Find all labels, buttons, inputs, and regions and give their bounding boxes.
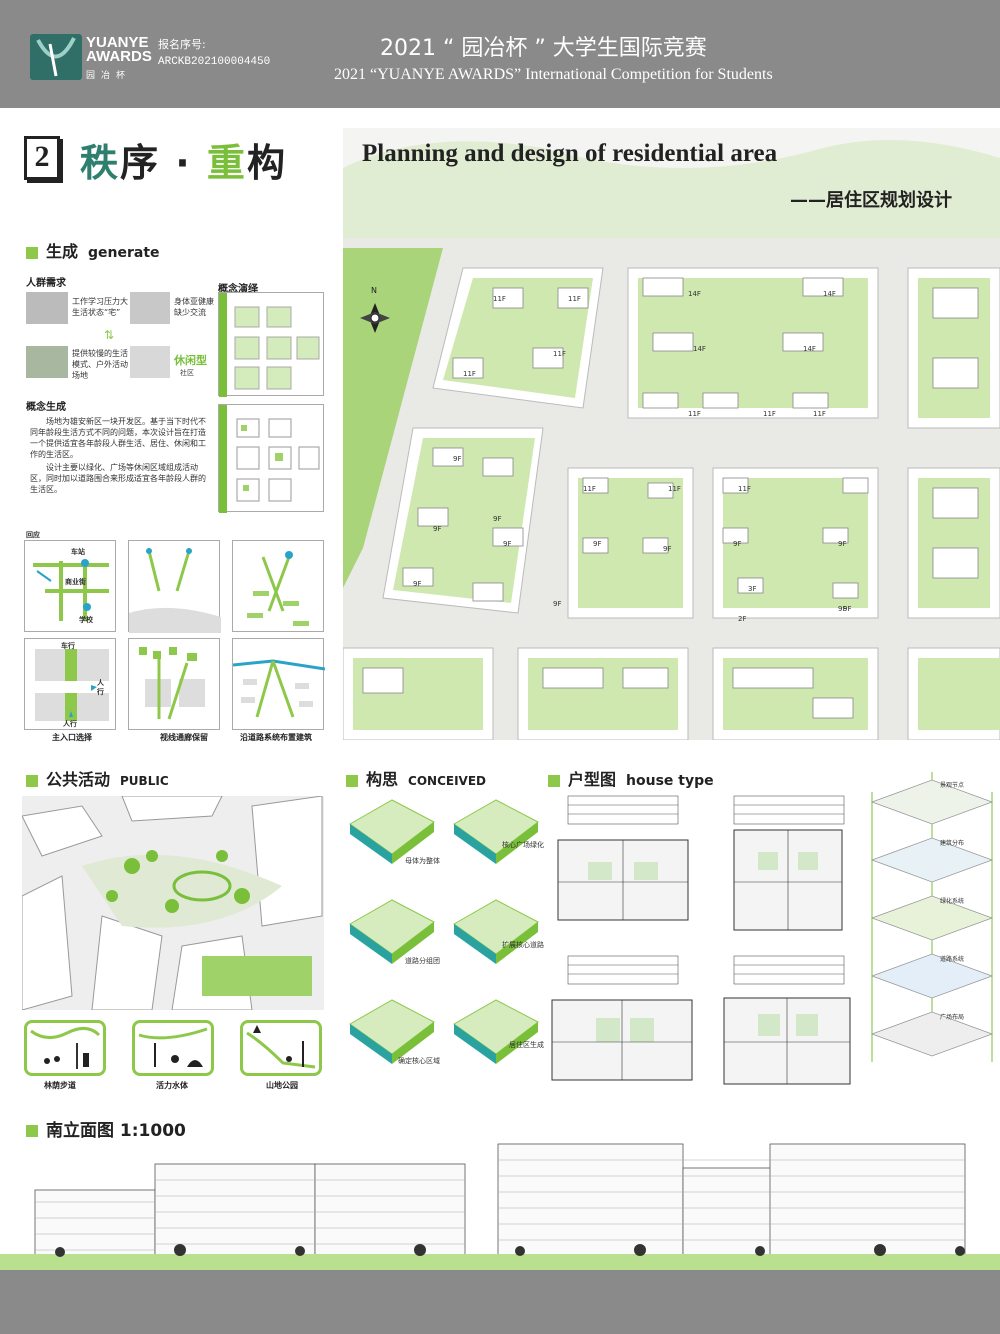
crowd-text-1: 工作学习压力大 生活状态“宅”: [72, 297, 128, 317]
crowd-text-4: 休闲型: [174, 354, 207, 367]
conceived-step-6: 居住区生成: [448, 994, 544, 1086]
caption-layout: 沿道路系统布置建筑: [240, 733, 312, 742]
crowd-text-2: 身体亚健康 缺少交流: [174, 297, 214, 317]
photo-person: [130, 292, 170, 324]
label-school: 学校: [79, 616, 93, 624]
elevation-heading: 南立面图 1:1000: [26, 1116, 186, 1141]
plan-title-cn: ——居住区规划设计: [790, 190, 952, 211]
concept-evolution-title: 概念演绎: [218, 284, 258, 295]
layer-label: 广场布局: [940, 1014, 965, 1021]
concept-diagram-2: [218, 404, 324, 513]
photo-street: [26, 346, 68, 378]
concept-gen-title: 概念生成: [26, 402, 66, 413]
label-pedestrian-2: 人行: [63, 720, 77, 728]
yuanye-logo-icon: [30, 34, 82, 80]
response-diagram-corridor: [128, 638, 220, 730]
conceived-step-3: 道路分组团: [344, 894, 440, 986]
logo-subtext: 园冶杯: [86, 71, 132, 81]
label-station: 车站: [71, 548, 85, 556]
conceived-step-1: 母体为整体: [344, 794, 440, 886]
house-type-plans: [548, 792, 860, 1092]
crowd-text-5: 社区: [180, 369, 194, 377]
label-pedestrian: 人行: [97, 679, 104, 696]
caption-tree-walkway: 林荫步道: [44, 1081, 76, 1090]
layer-label: 景观节点: [940, 782, 965, 789]
conceived-step-label: 扩展核心道路: [502, 941, 544, 949]
caption-mountain-park: 山地公园: [266, 1081, 298, 1090]
mountain-park-icon: [240, 1020, 322, 1076]
conceived-step-label: 居住区生成: [509, 1041, 544, 1049]
concept-text-1: 场地为雄安新区一块开发区。基于当下时代不同年龄段生活方式不同的问题，本次设计旨在…: [30, 417, 206, 459]
site-plan: N: [343, 128, 1000, 740]
registration-number: ARCKB202100004450: [158, 56, 271, 68]
concept-diagram-1: [218, 292, 324, 397]
caption-corridor: 视线通廊保留: [160, 733, 208, 742]
crowd-needs-title: 人群需求: [26, 278, 66, 289]
conceived-step-4: 扩展核心道路: [448, 894, 544, 986]
competition-title-en: 2021 “YUANYE AWARDS” International Compe…: [334, 66, 773, 83]
conceived-step-5: 确定核心区域: [344, 994, 440, 1086]
conceived-step-label: 核心广场绿化: [502, 841, 544, 849]
tree-walkway-icon: [24, 1020, 106, 1076]
plan-title-en: Planning and design of residential area: [362, 140, 778, 167]
layer-label: 绿化系统: [940, 898, 965, 905]
layer-labels: 景观节点建筑分布绿化系统道路系统广场布局: [940, 780, 1000, 1080]
caption-water: 活力水体: [156, 1081, 188, 1090]
layered-axonometric: [866, 772, 998, 1082]
conceived-step-2: 核心广场绿化: [448, 794, 544, 886]
south-elevation: [0, 1138, 1000, 1270]
registration-label: 报名序号:: [158, 38, 206, 51]
layer-label: 道路系统: [940, 956, 965, 963]
conceived-step-label: 确定核心区域: [398, 1057, 440, 1065]
response-diagram-traffic: 车站 商业街 学校: [24, 540, 116, 632]
photo-student: [26, 292, 68, 324]
arrows-icon: ⇅: [104, 328, 115, 342]
response-diagram-layout: [232, 638, 326, 730]
photo-leisure: [130, 346, 170, 378]
section-number: 2: [24, 136, 60, 180]
response-title: 回应: [26, 531, 40, 539]
section-title: 秩序 · 重构: [80, 141, 287, 185]
conceived-step-label: 道路分组团: [405, 957, 440, 965]
layer-label: 建筑分布: [940, 840, 965, 847]
response-diagram-sight: [128, 540, 221, 633]
response-diagram-road: [232, 540, 324, 632]
label-vehicle: 车行: [61, 642, 75, 650]
concept-text-2: 设计主要以绿化、广场等休闲区域组成活动区，同时加以道路围合来形成适宜各年龄段人群…: [30, 463, 206, 494]
compass-icon: [360, 303, 390, 333]
footer-bar: [0, 1270, 1000, 1334]
response-diagram-entrance: 车行 人行 人行: [24, 638, 116, 730]
conceived-steps: 母体为整体 核心广场绿化道路分组团 扩展核心道路确定核心区域 居住区生成: [340, 794, 544, 1094]
caption-entrance: 主入口选择: [52, 733, 92, 742]
header-bar: [0, 0, 1000, 108]
conceived-step-label: 母体为整体: [405, 857, 440, 865]
label-commercial: 商业街: [65, 578, 86, 586]
water-activity-icon: [132, 1020, 214, 1076]
compass-north-label: N: [371, 286, 377, 295]
crowd-text-3: 提供较慢的生活 模式、户外活动 场地: [72, 349, 128, 380]
public-activity-render: [22, 796, 324, 1010]
competition-title-cn: 2021 “ 园冶杯 ” 大学生国际竞赛: [380, 36, 707, 61]
